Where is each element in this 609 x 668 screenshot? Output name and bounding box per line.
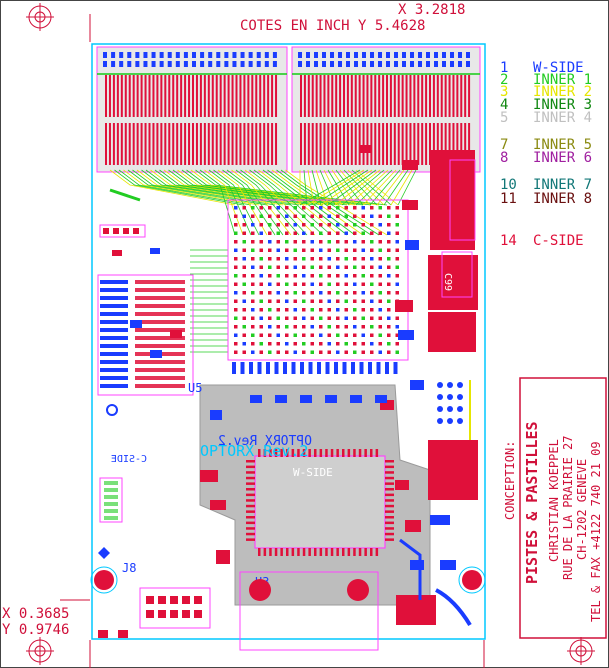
silk-optorx: OPTORX Rev.2 <box>200 442 308 460</box>
layer-number: 4 <box>500 97 508 113</box>
footer-coord-y: Y 0.9746 <box>2 622 69 638</box>
bga-region <box>227 199 409 374</box>
power-pads-outline <box>441 159 476 298</box>
layer-number: 10 <box>500 177 517 193</box>
silk-wside: W-SIDE <box>293 466 333 479</box>
fiducial-target-icon <box>26 3 54 31</box>
ref-u5: U5 <box>188 381 202 395</box>
conception-phone: TEL & FAX +4122 740 21 09 <box>589 441 603 622</box>
footer-coord-x: X 0.3685 <box>2 606 69 622</box>
usb-connector-outline <box>239 571 379 651</box>
layer-number: 2 <box>500 72 508 88</box>
layer-name: INNER 5 <box>533 137 592 153</box>
layer-name: C-SIDE <box>533 233 584 249</box>
conception-city: CH-1202 GENEVE <box>575 459 589 560</box>
ref-j8: J8 <box>122 561 136 575</box>
layer-legend: 1 W-SIDE 2 INNER 1 3 INNER 2 4 INNER 3 5 INNER 4 7… <box>500 60 592 249</box>
conception-block: CONCEPTION: PISTES & PASTILLES CHRISTIAN… <box>503 377 607 639</box>
header-coord-line: COTES EN INCH Y 5.4628 <box>240 18 425 34</box>
header-coord-x: X 3.2818 <box>398 2 465 18</box>
layer-name: INNER 6 <box>533 150 592 166</box>
fiducial-target-icon <box>26 637 54 665</box>
layer-name: INNER 1 <box>533 72 592 88</box>
board-outline <box>91 43 486 640</box>
layer-name: INNER 4 <box>533 110 592 126</box>
layer-name: INNER 3 <box>533 97 592 113</box>
layer-name: INNER 7 <box>533 177 592 193</box>
layer-number: 8 <box>500 150 508 166</box>
left-component-block <box>97 224 194 396</box>
small-components <box>98 145 472 638</box>
conception-street: RUE DE LA PRAIRIE 27 <box>561 436 575 581</box>
fiducial-target-icon <box>567 637 595 665</box>
layer-number: 5 <box>500 110 508 126</box>
layer-name: INNER 8 <box>533 191 592 207</box>
layer-number: 3 <box>500 84 508 100</box>
power-pads <box>396 150 478 625</box>
layer-number: 1 <box>500 60 508 76</box>
silk-cside: C-SIDE <box>111 454 147 465</box>
conception-company: PISTES & PASTILLES <box>523 421 541 584</box>
board-frame-markers <box>60 14 485 668</box>
qfp-package-u3: W-SIDE <box>246 449 394 556</box>
layer-number: 7 <box>500 137 508 153</box>
connector-j8 <box>139 587 211 629</box>
silk-optorx-mirror: OPTORX Rev.2 <box>218 434 312 449</box>
conception-label: CONCEPTION: <box>503 441 517 520</box>
layer-number: 11 <box>500 191 517 207</box>
conception-name: CHRISTIAN KOEPPEL <box>547 439 561 562</box>
layer-number: 14 <box>500 233 517 249</box>
layer-name: INNER 2 <box>533 84 592 100</box>
mounting-holes <box>90 566 486 601</box>
ref-c99: C99 <box>442 273 453 291</box>
layer-name: W-SIDE <box>533 60 584 76</box>
